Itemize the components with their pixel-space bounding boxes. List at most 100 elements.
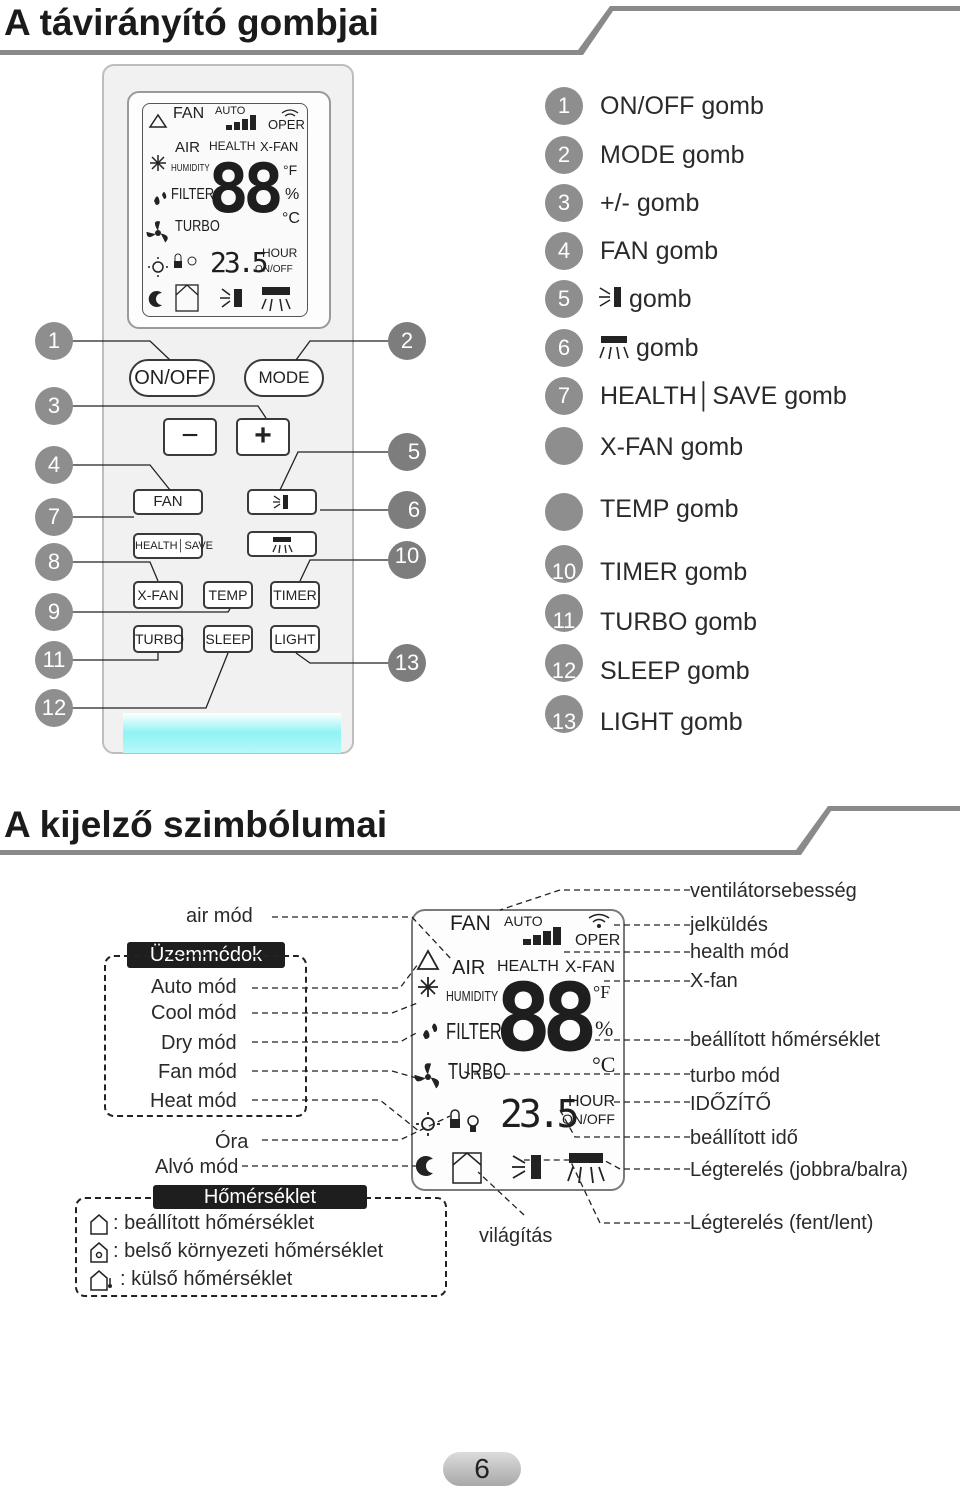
xfan-button[interactable]: X-FAN	[133, 581, 183, 609]
temp-button[interactable]: TEMP	[203, 581, 253, 609]
modes-group-box	[104, 955, 307, 1117]
label-xfan: X-fan	[690, 970, 738, 992]
legend-text-12: SLEEP gomb	[600, 657, 750, 685]
callout-badge-7: 7	[35, 498, 73, 536]
temp-item-outdoor: : külső hőmérséklet	[120, 1268, 293, 1290]
section-title-display-symbols: A kijelző szimbólumai	[4, 804, 388, 845]
lcd-small-digits: 23.5	[210, 246, 268, 279]
page-number: 6	[474, 1453, 490, 1484]
label-fan-mode: Fan mód	[158, 1061, 237, 1083]
legend-badge-10: 10	[545, 545, 583, 584]
display-big-digits: 88	[495, 964, 598, 1073]
lcd-big-digits: 88	[208, 150, 284, 229]
health-save-button[interactable]: HEALTH│SAVE	[133, 533, 213, 559]
label-timer: IDŐZÍTŐ	[690, 1093, 772, 1115]
temp-item-set: : beállított hőmérséklet	[113, 1212, 315, 1234]
remote-light-glow	[123, 713, 341, 753]
legend-badge-11: 11	[545, 594, 583, 633]
legend-text-4: FAN gomb	[600, 237, 719, 265]
callout-badge-9: 9	[35, 593, 73, 631]
display-health: HEALTH	[497, 958, 559, 975]
sleep-button[interactable]: SLEEP	[203, 625, 253, 653]
callout-badge-10: 10	[388, 541, 426, 579]
label-sleep-mode: Alvó mód	[155, 1156, 239, 1178]
turbo-button[interactable]: TURBO	[133, 625, 184, 653]
temp-house-icons	[90, 1214, 112, 1291]
legend-text-1: ON/OFF gomb	[600, 92, 764, 120]
onoff-button[interactable]: ON/OFF	[129, 359, 215, 397]
label-dry-mode: Dry mód	[161, 1032, 237, 1054]
swing-horizontal-icon	[273, 495, 288, 509]
temp-item-indoor: : belső környezeti hőmérséklet	[113, 1240, 384, 1262]
display-filter: FILTER	[446, 1018, 502, 1044]
legend-text-8: X-FAN gomb	[600, 433, 744, 461]
label-clock: Óra	[215, 1131, 249, 1153]
display-auto: AUTO	[504, 913, 543, 929]
remote-callout-lines	[72, 340, 388, 709]
legend-text-13: LIGHT gomb	[600, 708, 743, 736]
label-lighting: világítás	[479, 1225, 553, 1247]
display-xfan: X-FAN	[565, 957, 616, 976]
caption-temperature: Hőmérséklet	[153, 1185, 367, 1209]
section-title-remote-buttons: A távirányító gombjai	[4, 2, 379, 43]
label-auto-mode: Auto mód	[151, 976, 237, 998]
callout-badge-12: 12	[35, 689, 73, 727]
legend-text-10: TIMER gomb	[600, 558, 748, 586]
callout-badge-13: 13	[388, 644, 426, 682]
label-signal: jelküldés	[690, 914, 768, 936]
swing-vertical-icon	[272, 537, 293, 554]
swing-vertical-button[interactable]	[247, 531, 317, 557]
remote-lcd-icons	[146, 109, 299, 312]
mode-button[interactable]: MODE	[244, 359, 324, 397]
legend-badge-3: 3	[545, 184, 583, 222]
legend-text-9: TEMP gomb	[600, 495, 739, 523]
plus-button[interactable]: +	[236, 418, 290, 456]
minus-button[interactable]: −	[163, 418, 217, 456]
callout-badge-8: 8	[35, 543, 73, 581]
display-air: AIR	[452, 957, 486, 979]
display-leader-lines	[242, 889, 690, 1224]
label-air-mode: air mód	[186, 905, 253, 927]
label-cool-mode: Cool mód	[151, 1002, 237, 1024]
lcd-xfan: X-FAN	[260, 139, 299, 154]
label-turbo-mode: turbo mód	[690, 1065, 781, 1087]
display-hour: HOUR	[568, 1093, 616, 1110]
legend-badge-8	[545, 427, 583, 465]
legend-badge-13: 13	[545, 695, 583, 734]
header-bar-2	[0, 806, 960, 855]
callout-badge-6: 6	[388, 491, 426, 529]
legend-text-11: TURBO gomb	[600, 608, 757, 636]
lcd-oper: OPER	[268, 117, 305, 132]
label-health-mode: health mód	[690, 941, 789, 963]
legend-text-7: HEALTH│SAVE gomb	[600, 382, 847, 410]
timer-button[interactable]: TIMER	[270, 581, 320, 609]
lcd-air: AIR	[175, 139, 201, 156]
legend-badge-7: 7	[545, 377, 583, 415]
lcd-health: HEALTH	[209, 139, 256, 153]
legend-text-6: gomb	[636, 334, 699, 362]
lcd-onoff: ON/OFF	[255, 264, 293, 275]
label-swing-left-right: Légterelés (jobbra/balra)	[690, 1159, 908, 1181]
display-lcd	[411, 909, 625, 1191]
swing-horizontal-button[interactable]	[247, 489, 317, 515]
legend-text-2: MODE gomb	[600, 141, 745, 169]
legend-badge-9	[545, 493, 583, 531]
fan-button[interactable]: FAN	[133, 489, 203, 515]
light-button[interactable]: LIGHT	[270, 625, 320, 653]
display-humidity: HUMIDITY	[446, 988, 499, 1005]
lcd-percent: %	[285, 186, 300, 203]
legend-badge-6: 6	[545, 329, 583, 367]
display-fan: FAN	[450, 912, 491, 935]
lcd-fan: FAN	[173, 105, 205, 122]
legend-text-3: +/- gomb	[600, 189, 700, 217]
label-fan-speed: ventilátorsebesség	[690, 880, 857, 902]
lcd-filter: FILTER	[171, 186, 215, 203]
callout-badge-2: 2	[388, 322, 426, 360]
lcd-fahrenheit: °F	[283, 162, 298, 178]
remote-lcd-inner	[142, 103, 308, 317]
display-onoff: ON/OFF	[562, 1111, 615, 1127]
display-turbo: TURBO	[448, 1058, 506, 1084]
lcd-humidity: HUMIDITY	[171, 163, 210, 174]
legend-badge-1: 1	[545, 87, 583, 125]
legend-badge-5: 5	[545, 280, 583, 318]
